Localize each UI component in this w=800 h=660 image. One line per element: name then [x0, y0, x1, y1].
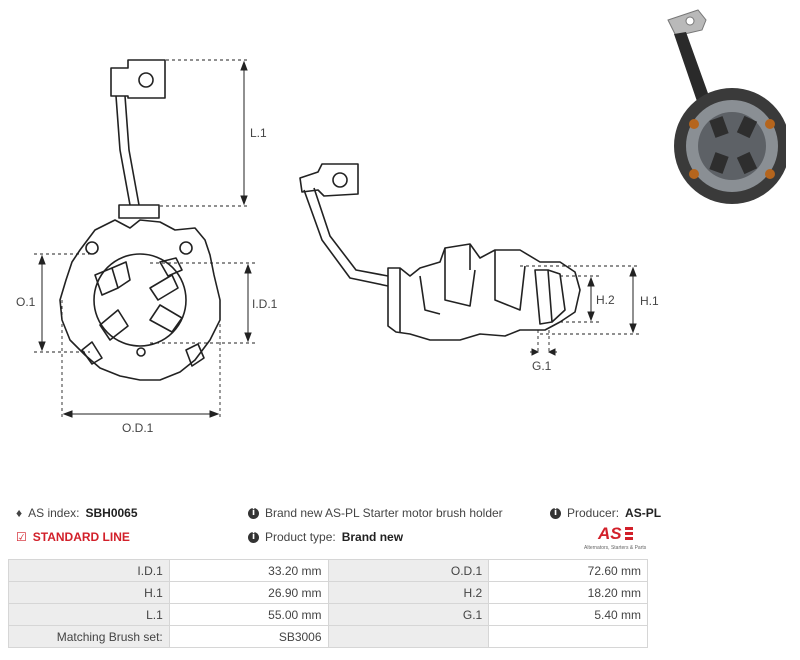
spec-label: H.1 — [8, 581, 170, 604]
table-row: L.1 55.00 mm G.1 5.40 mm — [8, 603, 648, 626]
spec-value: 5.40 mm — [488, 603, 648, 626]
spec-label: H.2 — [327, 581, 490, 604]
brush-box-2 — [149, 274, 179, 301]
inner-bore-front — [93, 253, 187, 347]
spec-value: 72.60 mm — [488, 559, 648, 582]
spec-label: Matching Brush set: — [8, 625, 170, 648]
logo-text: AS — [598, 524, 622, 543]
product-photo — [667, 9, 786, 204]
dim-label-o1: O.1 — [16, 295, 36, 309]
product-type-row: i Product type: Brand new — [248, 530, 403, 544]
mount-hole-left — [85, 241, 99, 255]
terminal-lug-side — [299, 163, 359, 197]
as-pl-logo: AS Alternators, Starters & Parts — [584, 524, 650, 554]
cable-side — [303, 189, 389, 287]
info-icon: i — [550, 507, 561, 519]
spec-value — [488, 625, 648, 648]
table-row: Matching Brush set: SB3006 — [8, 625, 648, 648]
lug-hole-front — [138, 72, 154, 88]
spec-label: I.D.1 — [8, 559, 170, 582]
spec-value: 26.90 mm — [168, 581, 329, 604]
product-type-label: Product type: — [265, 530, 336, 544]
logo-tagline: Alternators, Starters & Parts — [584, 545, 647, 551]
brush-box-3 — [149, 304, 183, 333]
dim-label-od1: O.D.1 — [122, 421, 154, 435]
spec-value: 33.20 mm — [168, 559, 329, 582]
as-index-label: AS index: — [28, 506, 80, 520]
brush-holder-side — [387, 243, 581, 341]
info-icon: i — [248, 531, 259, 543]
producer-label: Producer: — [567, 506, 620, 520]
dim-label-h2: H.2 — [596, 293, 615, 307]
spec-label — [327, 625, 490, 648]
brush-box-4 — [99, 309, 129, 341]
as-index-value: SBH0065 — [85, 506, 138, 520]
cable-front — [115, 95, 131, 206]
description-row: i Brand new AS-PL Starter motor brush ho… — [248, 506, 503, 520]
as-index-row: ♦ AS index: SBH0065 — [16, 506, 138, 520]
standard-line-row: ☑ STANDARD LINE — [16, 530, 130, 544]
spec-label: G.1 — [327, 603, 490, 626]
producer-value: AS-PL — [625, 506, 662, 520]
table-row: H.1 26.90 mm H.2 18.20 mm — [8, 581, 648, 604]
info-icon: i — [248, 507, 259, 519]
spec-value: 18.20 mm — [488, 581, 648, 604]
technical-drawing: L.1 O.1 I.D.1 O.D.1 H.1 H.2 — [16, 59, 659, 435]
brush-plate-front — [59, 219, 221, 381]
dim-label-g1: G.1 — [532, 359, 552, 373]
dim-label-id1: I.D.1 — [252, 297, 278, 311]
lug-hole-side — [332, 172, 348, 188]
specs-table: I.D.1 33.20 mm O.D.1 72.60 mm H.1 26.90 … — [8, 559, 648, 648]
tag-icon: ♦ — [16, 506, 23, 520]
spec-label: L.1 — [8, 603, 170, 626]
table-row: I.D.1 33.20 mm O.D.1 72.60 mm — [8, 559, 648, 582]
producer-row: i Producer: AS-PL — [550, 506, 661, 520]
checkbox-icon: ☑ — [16, 530, 27, 544]
spec-value: 55.00 mm — [168, 603, 329, 626]
dim-label-l1: L.1 — [250, 126, 267, 140]
spec-value: SB3006 — [168, 625, 329, 648]
dim-label-h1: H.1 — [640, 294, 659, 308]
terminal-lug-front — [110, 59, 166, 99]
standard-line-label: STANDARD LINE — [32, 530, 130, 544]
product-type-value: Brand new — [341, 530, 404, 544]
spec-label: O.D.1 — [327, 559, 490, 582]
description-text: Brand new AS-PL Starter motor brush hold… — [265, 506, 503, 520]
connector-block-front — [118, 204, 160, 219]
mount-hole-right — [179, 241, 193, 255]
